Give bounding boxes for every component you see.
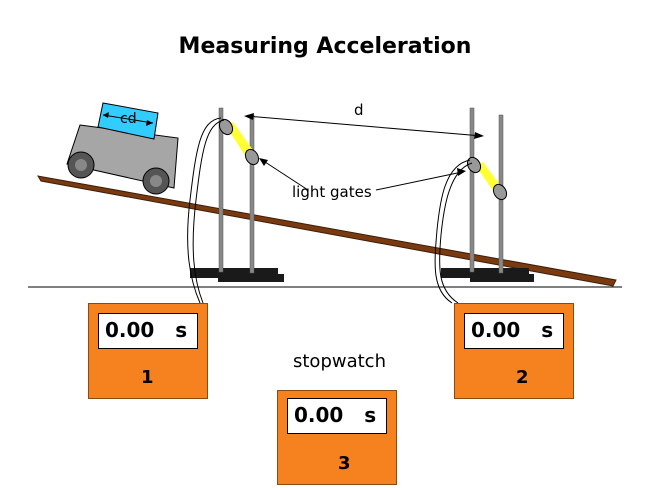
light-gate-2 xyxy=(434,107,534,304)
stand-rod-1a xyxy=(218,107,224,273)
timer-1: 0.00 s 1 xyxy=(88,303,208,399)
light-gates-label: light gates xyxy=(292,183,372,201)
timer-3-number: 3 xyxy=(338,453,351,474)
timer-2-number: 2 xyxy=(516,367,529,388)
diagram-title: Measuring Acceleration xyxy=(178,34,472,59)
stopwatch-label: stopwatch xyxy=(293,351,386,372)
timer-3-display: 0.00 s xyxy=(287,398,387,434)
pointer-arrow-1 xyxy=(261,159,309,191)
timer-1-number: 1 xyxy=(141,367,154,388)
pointer-arrow-2 xyxy=(375,171,463,191)
cart xyxy=(66,102,179,195)
stand-rod-1b xyxy=(249,114,255,274)
timer-3: 0.00 s 3 xyxy=(277,390,397,485)
distance-label: d xyxy=(354,101,364,119)
stand-base-1 xyxy=(190,268,278,278)
distance-arrow xyxy=(245,115,483,137)
card-length-label: cd xyxy=(120,111,137,127)
timer-2-display: 0.00 s xyxy=(464,313,564,349)
card xyxy=(97,102,159,140)
light-gate-1 xyxy=(187,107,284,304)
stand-base-2 xyxy=(441,268,529,278)
timer-1-display: 0.00 s xyxy=(98,313,198,349)
stand-rod-2a xyxy=(469,107,475,273)
timer-2: 0.00 s 2 xyxy=(454,303,574,399)
